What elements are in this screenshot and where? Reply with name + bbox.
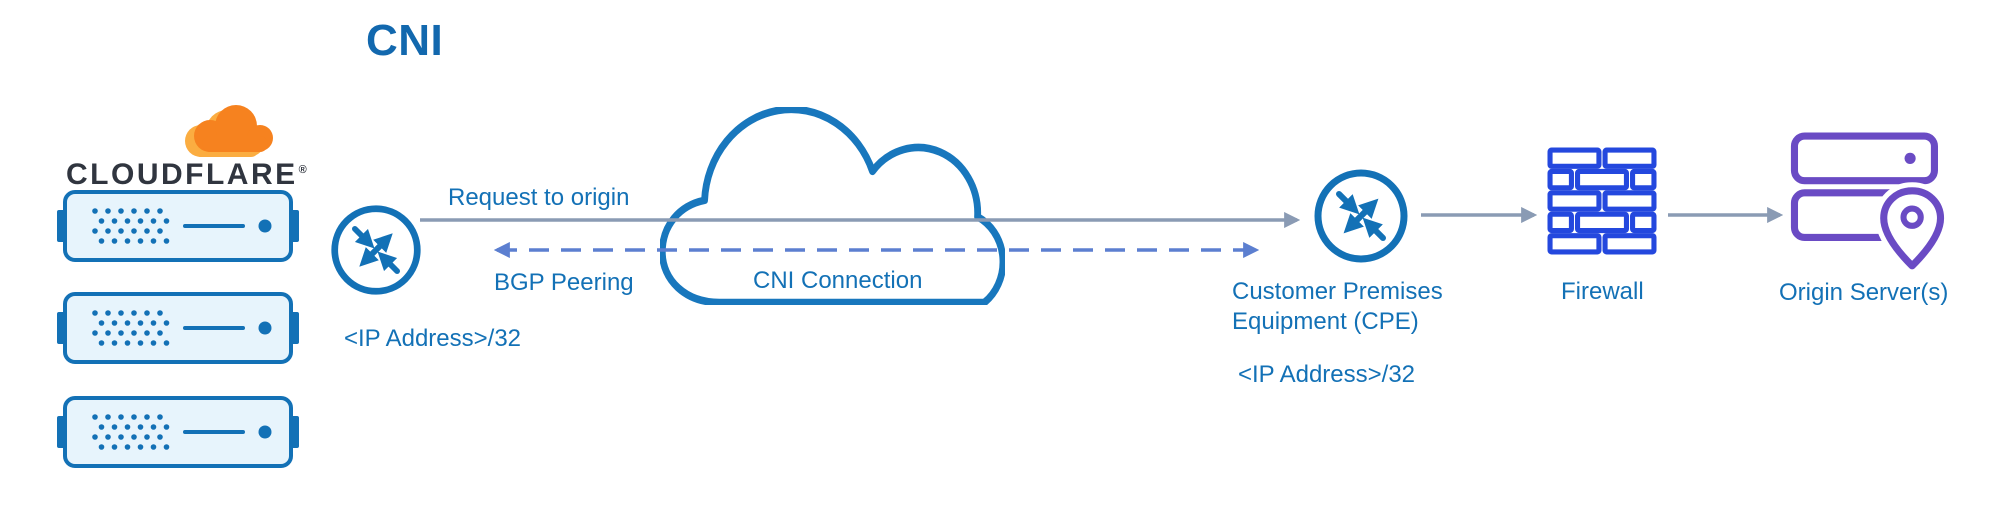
cni-connection-label: CNI Connection	[753, 267, 923, 294]
cpe-router-icon	[1311, 166, 1411, 266]
firewall-label: Firewall	[1561, 278, 1644, 305]
firewall-icon	[1547, 147, 1657, 255]
location-pin-icon	[1875, 182, 1945, 274]
cloudflare-cloud-icon	[185, 105, 273, 157]
diagram-title: CNI	[366, 16, 444, 65]
cloudflare-brand-text: CLOUDFLARE	[66, 158, 298, 191]
origin-server-top	[1790, 132, 1938, 185]
cpe-label: Customer Premises Equipment (CPE)	[1232, 278, 1443, 335]
origin-server-led	[1904, 152, 1916, 164]
request-to-origin-label: Request to origin	[448, 184, 630, 211]
cpe-ip-label: <IP Address>/32	[1238, 361, 1416, 388]
cloudflare-cloud-front	[194, 105, 273, 152]
cloudflare-wordmark: CLOUDFLARE®	[66, 158, 307, 192]
origin-servers-icon	[1790, 132, 1945, 274]
origin-servers-label: Origin Server(s)	[1779, 279, 1949, 306]
bgp-peering-label: BGP Peering	[494, 269, 634, 296]
edge-router-ip-label: <IP Address>/32	[344, 325, 522, 352]
registered-mark: ®	[298, 164, 307, 176]
edge-router-icon	[328, 202, 424, 298]
